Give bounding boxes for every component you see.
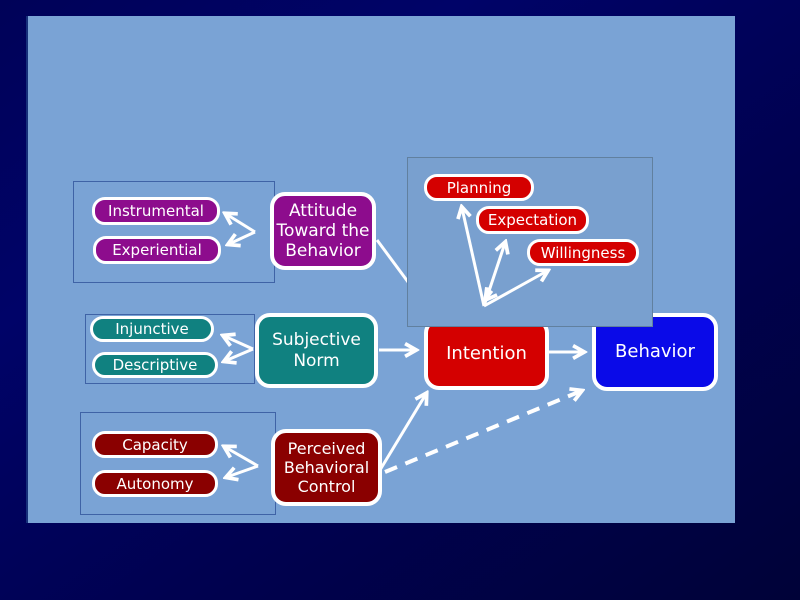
node-experiential-label: Experiential — [112, 241, 202, 259]
node-attitude-line3: Behavior — [285, 241, 361, 261]
node-attitude-line1: Attitude — [288, 201, 358, 221]
node-behavior-label: Behavior — [615, 341, 695, 362]
node-descriptive-label: Descriptive — [112, 356, 198, 374]
node-expectation-label: Expectation — [487, 211, 578, 229]
group-norm-beliefs — [85, 314, 255, 384]
node-descriptive: Descriptive — [92, 352, 218, 378]
node-capacity-label: Capacity — [122, 435, 188, 454]
node-instrumental: Instrumental — [92, 197, 220, 225]
node-experiential: Experiential — [93, 236, 221, 264]
node-autonomy-label: Autonomy — [116, 474, 194, 493]
node-instrumental-label: Instrumental — [108, 202, 204, 220]
node-expectation: Expectation — [476, 206, 589, 234]
node-pbc-line1: Perceived — [287, 439, 366, 458]
node-capacity: Capacity — [92, 431, 218, 458]
node-subjnorm-line2: Norm — [293, 350, 340, 371]
node-behavior: Behavior — [592, 313, 718, 391]
node-subjnorm-line1: Subjective — [272, 329, 361, 350]
node-pbc-line2: Behavioral — [283, 458, 370, 477]
node-intention-label: Intention — [446, 343, 527, 364]
node-injunctive: Injunctive — [90, 316, 214, 342]
group-control-beliefs — [80, 412, 276, 515]
node-willingness: Willingness — [527, 239, 639, 266]
node-autonomy: Autonomy — [92, 470, 218, 497]
node-perceived-behavioral-control: Perceived Behavioral Control — [271, 429, 382, 506]
node-intention: Intention — [424, 318, 549, 390]
node-injunctive-label: Injunctive — [115, 320, 189, 338]
node-pbc-line3: Control — [297, 477, 356, 496]
node-attitude-toward-the-behavior: Attitude Toward the Behavior — [270, 192, 376, 270]
node-planning: Planning — [424, 174, 534, 201]
node-planning-label: Planning — [446, 178, 512, 197]
node-willingness-label: Willingness — [540, 243, 626, 262]
node-subjective-norm: Subjective Norm — [255, 313, 378, 388]
node-attitude-line2: Toward the — [276, 221, 370, 241]
